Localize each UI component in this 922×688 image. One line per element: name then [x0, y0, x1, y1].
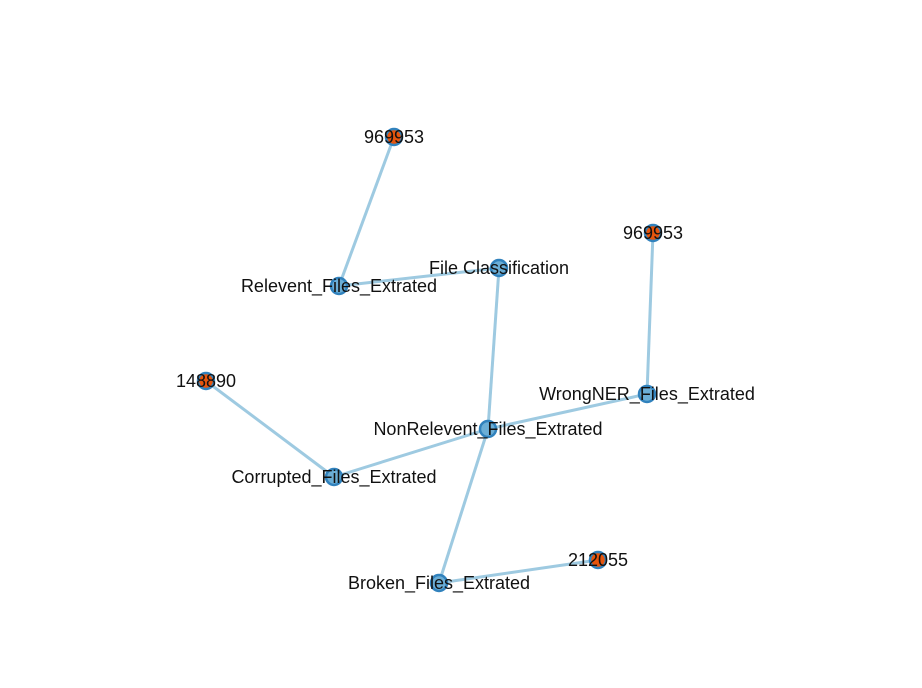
edge-nonrelevent-corrupted [333, 427, 489, 479]
node-label-root: File Classification [429, 258, 569, 278]
node-circle-nonrelevent[interactable] [478, 419, 498, 439]
node-circle-broken_count[interactable] [588, 550, 608, 570]
node-relevent[interactable]: Relevent_Files_Extrated [241, 276, 437, 297]
edge-wrongner-wrongner_count [645, 232, 655, 395]
node-circle-relevent_count[interactable] [384, 127, 404, 147]
node-broken_count[interactable]: 212055 [568, 550, 628, 570]
node-corrupted_count[interactable]: 148890 [176, 371, 236, 391]
node-label-broken_count: 212055 [568, 550, 628, 570]
edges-layer [205, 136, 655, 585]
edge-corrupted-corrupted_count [205, 379, 335, 479]
node-wrongner[interactable]: WrongNER_Files_Extrated [539, 384, 755, 405]
node-circle-root[interactable] [489, 258, 509, 278]
node-circle-broken[interactable] [429, 573, 449, 593]
node-broken[interactable]: Broken_Files_Extrated [348, 573, 530, 594]
node-corrupted[interactable]: Corrupted_Files_Extrated [231, 467, 436, 488]
node-label-corrupted: Corrupted_Files_Extrated [231, 467, 436, 488]
edge-root-nonrelevent [486, 267, 501, 430]
node-nonrelevent[interactable]: NonRelevent_Files_Extrated [373, 419, 602, 440]
node-relevent_count[interactable]: 969953 [364, 127, 424, 147]
node-circle-relevent[interactable] [329, 276, 349, 296]
edge-nonrelevent-wrongner [487, 392, 648, 431]
node-circle-corrupted[interactable] [324, 467, 344, 487]
edge-nonrelevent-broken [437, 428, 490, 584]
node-label-relevent: Relevent_Files_Extrated [241, 276, 437, 297]
node-label-nonrelevent: NonRelevent_Files_Extrated [373, 419, 602, 440]
node-label-relevent_count: 969953 [364, 127, 424, 147]
node-label-wrongner_count: 969953 [623, 223, 683, 243]
edge-relevent-root [338, 266, 500, 288]
node-circle-wrongner[interactable] [637, 384, 657, 404]
node-label-wrongner: WrongNER_Files_Extrated [539, 384, 755, 405]
node-label-corrupted_count: 148890 [176, 371, 236, 391]
node-circle-corrupted_count[interactable] [196, 371, 216, 391]
edge-relevent_count-relevent [337, 136, 396, 287]
nodes-layer: File ClassificationRelevent_Files_Extrat… [176, 127, 755, 594]
node-label-broken: Broken_Files_Extrated [348, 573, 530, 594]
node-circle-wrongner_count[interactable] [643, 223, 663, 243]
node-wrongner_count[interactable]: 969953 [623, 223, 683, 243]
node-root[interactable]: File Classification [429, 258, 569, 278]
edge-broken-broken_count [438, 558, 599, 585]
